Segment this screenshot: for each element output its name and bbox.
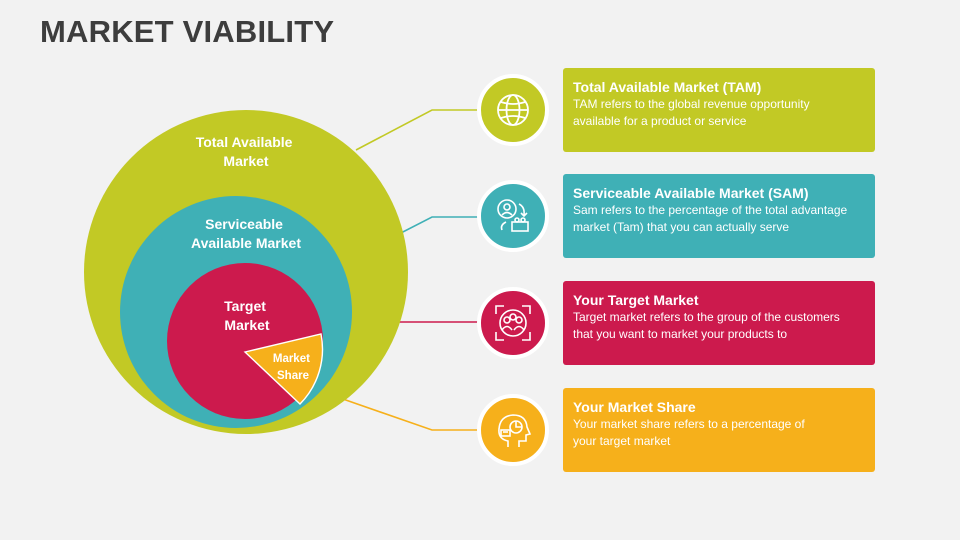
share-card-description-line-2: your target market	[573, 434, 671, 448]
sam-card-description-line-2: market (Tam) that you can actually serve	[573, 220, 790, 234]
sam-circle-label: Serviceable Available Market	[191, 216, 301, 251]
market-share-slice	[243, 333, 324, 405]
share-icon-circle	[477, 394, 549, 466]
tam-connector-line	[355, 109, 478, 151]
share-slice-label: Market Share	[273, 353, 313, 382]
tam-card-description-line-2: available for a product or service	[573, 114, 747, 128]
target-card: Your Target Market Target market refers …	[563, 281, 875, 365]
market-share-head-icon	[498, 414, 532, 447]
tam-icon-circle	[477, 74, 549, 146]
sam-card-heading: Serviceable Available Market (SAM)	[573, 185, 809, 201]
share-card: Your Market Share Your market share refe…	[563, 388, 875, 472]
target-audience-icon	[495, 305, 531, 341]
share-card-description-line-1: Your market share refers to a percentage…	[573, 417, 805, 431]
page-title: MARKET VIABILITY	[40, 14, 335, 49]
target-card-description-line-1: Target market refers to the group of the…	[573, 310, 840, 324]
sam-card-description-line-1: Sam refers to the percentage of the tota…	[573, 203, 848, 217]
tam-circle-label: Total Available Market	[196, 134, 297, 169]
people-cycle-icon	[497, 199, 529, 232]
sam-icon-circle	[477, 180, 549, 252]
sam-card: Serviceable Available Market (SAM) Sam r…	[563, 174, 875, 258]
share-connector-line	[339, 397, 478, 431]
globe-icon	[497, 94, 529, 126]
share-card-heading: Your Market Share	[573, 399, 696, 415]
target-card-heading: Your Target Market	[573, 292, 699, 308]
tam-card: Total Available Market (TAM) TAM refers …	[563, 68, 875, 152]
tam-card-description-line-1: TAM refers to the global revenue opportu…	[573, 97, 810, 111]
tam-card-heading: Total Available Market (TAM)	[573, 79, 762, 95]
target-circle-label: Target Market	[224, 298, 270, 333]
target-card-description-line-2: that you want to market your products to	[573, 327, 788, 341]
target-icon-circle	[477, 287, 549, 359]
